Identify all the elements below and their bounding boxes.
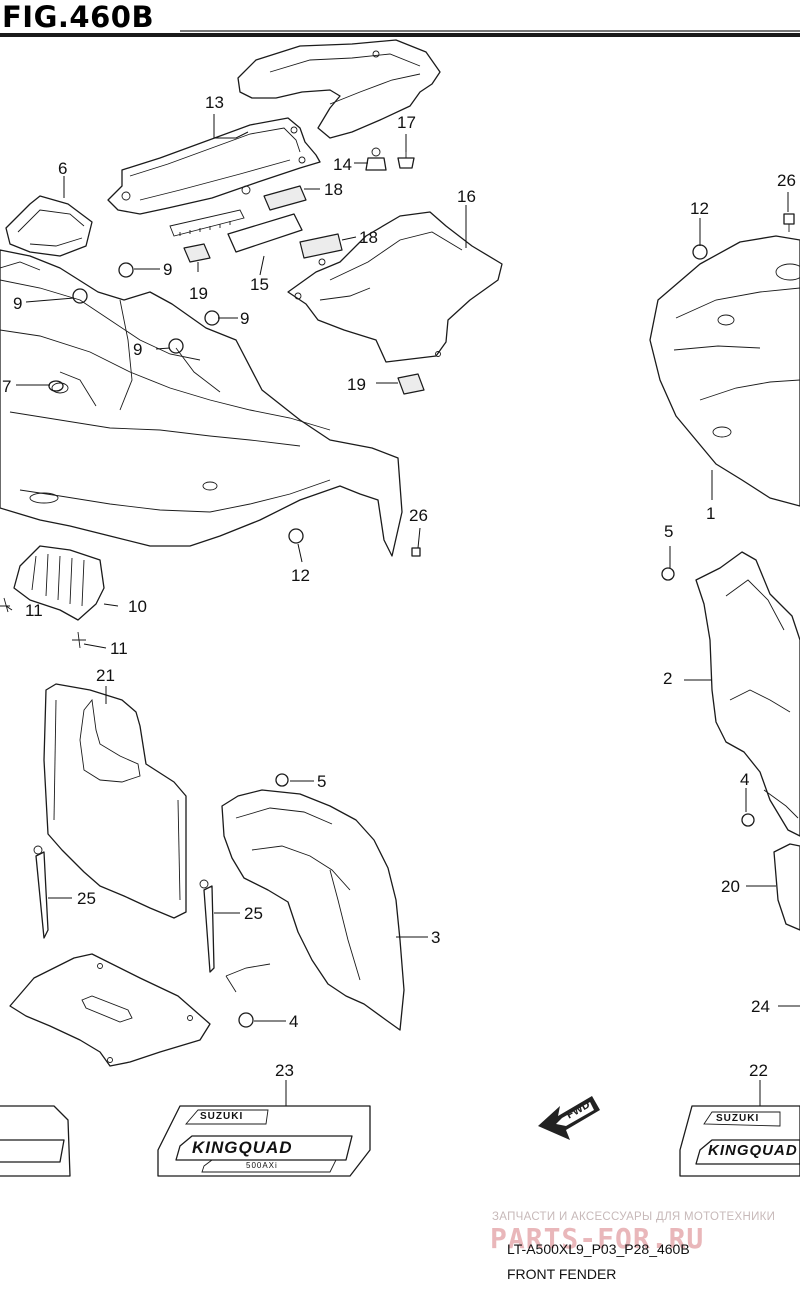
part-20-bracket	[773, 843, 800, 931]
watermark-tagline: ЗАПЧАСТИ И АКСЕССУАРЫ ДЛЯ МОТОТЕХНИКИ	[492, 1211, 776, 1223]
part-16-panel	[287, 211, 503, 363]
callout-3: 3	[431, 928, 441, 947]
fastener-9a	[118, 262, 134, 278]
decal-23-sub: 500AXi	[246, 1161, 278, 1170]
callout-12-lower: 12	[291, 566, 310, 585]
part-25-tie-b	[199, 879, 215, 973]
part-13-bracket	[107, 117, 321, 215]
decal-22	[679, 1105, 800, 1177]
fastener-9d	[168, 338, 184, 354]
callout-24: 24	[751, 997, 770, 1016]
part-18-pad-a	[263, 185, 307, 211]
header-rule	[0, 30, 800, 37]
part-2-inner-fender	[695, 551, 800, 837]
callout-19-a: 19	[189, 284, 208, 303]
part-1-fender	[649, 235, 800, 507]
fastener-12b	[288, 528, 304, 544]
part-19-block-b	[397, 373, 425, 395]
watermark-site: PARTS-FOR.RU	[490, 1222, 705, 1255]
decal-23-model: KINGQUAD	[192, 1138, 293, 1157]
part-18-pad-b	[299, 233, 343, 259]
decal-22-model: KINGQUAD	[708, 1143, 798, 1158]
callout-18-upper: 18	[324, 180, 343, 199]
part-15-strip	[169, 209, 303, 253]
callout-25-b: 25	[244, 904, 263, 923]
callout-5-lower: 5	[317, 772, 327, 791]
drawing-code: LT-A500XL9_P03_P28_460B	[507, 1241, 690, 1257]
callout-6: 6	[58, 159, 68, 178]
callout-18-lower: 18	[359, 228, 378, 247]
fastener-4a	[741, 813, 755, 827]
fastener-5b	[275, 773, 289, 787]
part-10-grille	[13, 545, 105, 621]
callout-16: 16	[457, 187, 476, 206]
callout-9-d: 9	[133, 340, 143, 359]
callout-7: 7	[2, 377, 12, 396]
figure-title: FIG.460B	[2, 0, 155, 34]
callout-14: 14	[333, 155, 352, 174]
part-19-block-a	[183, 243, 211, 263]
callout-20: 20	[721, 877, 740, 896]
callout-19-b: 19	[347, 375, 366, 394]
top-cover	[237, 39, 441, 139]
callout-12-upper: 12	[690, 199, 709, 218]
fastener-12a	[692, 244, 708, 260]
callout-21: 21	[96, 666, 115, 685]
part-24-plate	[9, 953, 211, 1067]
figure-caption: FRONT FENDER	[507, 1266, 617, 1282]
fastener-11a	[0, 597, 10, 613]
callout-11-a: 11	[25, 601, 43, 620]
callout-13: 13	[205, 93, 224, 112]
leader-lines	[5, 114, 800, 1106]
fastener-14	[365, 147, 387, 171]
main-front-fender	[0, 249, 403, 557]
callout-5-upper: 5	[664, 522, 674, 541]
callout-11-b: 11	[110, 639, 128, 658]
callout-25-a: 25	[77, 889, 96, 908]
part-6-cover	[5, 195, 93, 257]
fastener-26a	[783, 213, 795, 232]
fastener-7	[48, 380, 64, 392]
decal-left-partial	[0, 1105, 71, 1177]
callout-9-b: 9	[13, 294, 23, 313]
fwd-arrow-icon	[538, 1096, 600, 1140]
part-3-inner-fender	[221, 789, 405, 1031]
callout-23: 23	[275, 1061, 294, 1080]
fastener-9c	[204, 310, 220, 326]
callout-26-upper: 26	[777, 171, 796, 190]
callout-9-c: 9	[240, 309, 250, 328]
callout-17: 17	[397, 113, 416, 132]
fastener-4b	[238, 1012, 254, 1028]
fastener-9b	[72, 288, 88, 304]
part-21-splash	[43, 683, 187, 919]
callout-1: 1	[706, 504, 716, 523]
fastener-26b	[411, 547, 421, 557]
callout-10: 10	[128, 597, 147, 616]
callout-4-left: 4	[289, 1012, 299, 1031]
callout-22: 22	[749, 1061, 768, 1080]
fastener-17	[397, 150, 415, 169]
callout-9-a: 9	[163, 260, 173, 279]
fastener-5a	[661, 567, 675, 581]
part-25-tie-a	[33, 845, 49, 939]
decal-23-brand: SUZUKI	[200, 1111, 244, 1122]
decal-23	[157, 1105, 371, 1177]
fastener-11b	[72, 631, 86, 649]
callout-4-right: 4	[740, 770, 750, 789]
decal-22-brand: SUZUKI	[716, 1113, 760, 1124]
callout-2: 2	[663, 669, 673, 688]
callout-15: 15	[250, 275, 269, 294]
callout-26-lower: 26	[409, 506, 428, 525]
